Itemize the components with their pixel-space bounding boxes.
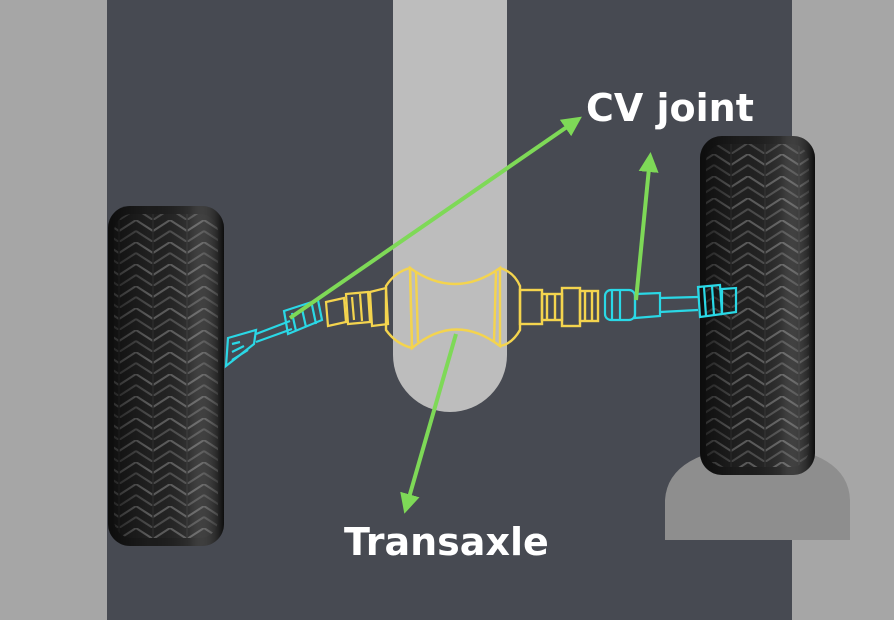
cv-joint-arrow-short	[634, 152, 659, 301]
cv-joint-label: CV joint	[586, 86, 754, 130]
transaxle-label: Transaxle	[344, 520, 549, 564]
right-tire	[700, 136, 815, 475]
right-axle-shaft	[603, 283, 738, 322]
cv-joint-arrow-long	[288, 116, 582, 320]
transaxle-arrow	[400, 333, 458, 514]
left-cv-joint	[324, 286, 390, 328]
left-tire	[108, 206, 224, 546]
transaxle-housing	[384, 265, 600, 351]
left-axle-shaft	[224, 298, 324, 369]
